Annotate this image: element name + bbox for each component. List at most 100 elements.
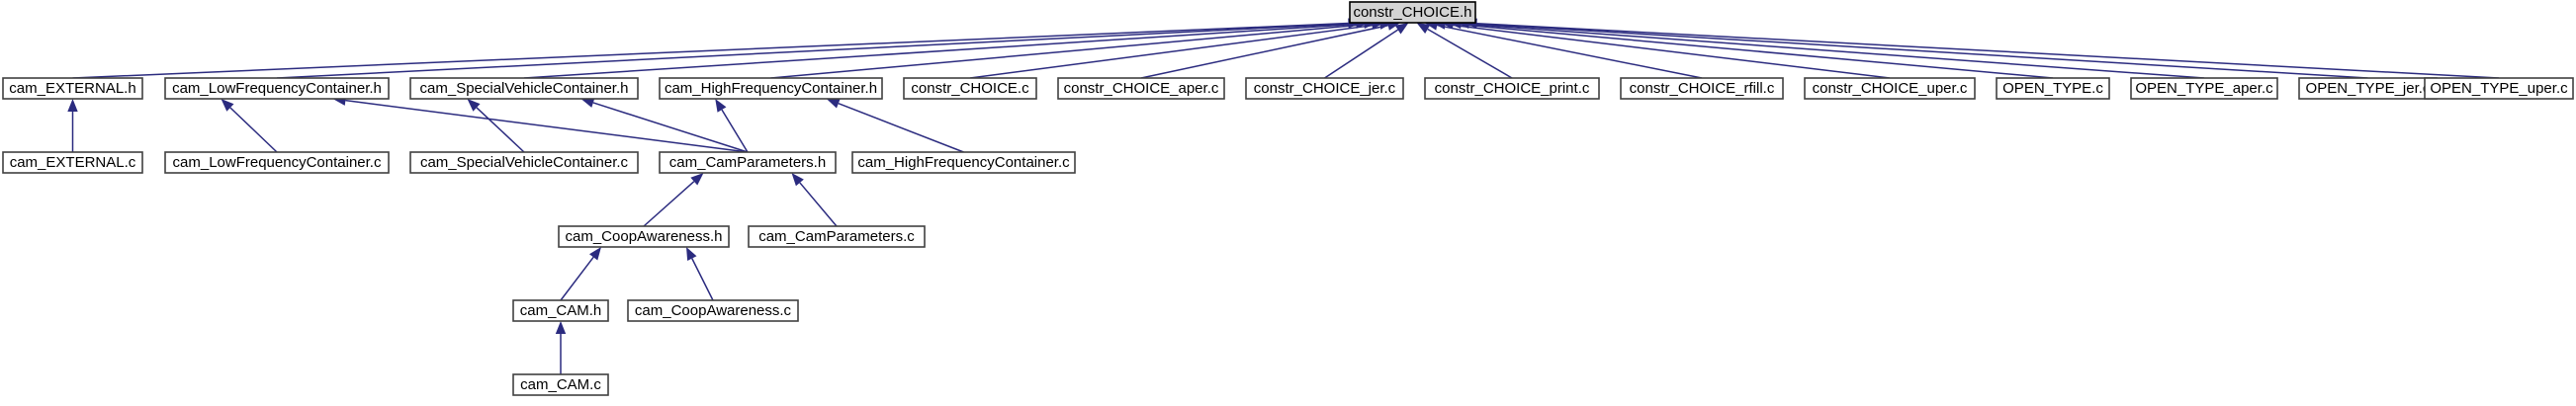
graph-node-root[interactable]: constr_CHOICE.h: [1349, 1, 1476, 24]
node-box[interactable]: [2, 151, 143, 174]
graph-node-n_svc_c[interactable]: cam_SpecialVehicleContainer.c: [409, 151, 639, 174]
edge-n_cp_h-to-n_lfc_h: [345, 99, 749, 153]
graph-node-n_ca_h[interactable]: cam_CoopAwareness.h: [558, 225, 730, 248]
edge-n_hfc_h-to-root: [770, 23, 1373, 79]
edge-n_ot_jer-to-root: [1468, 23, 2368, 79]
graph-node-n_svc_h[interactable]: cam_SpecialVehicleContainer.h: [409, 77, 639, 100]
node-box[interactable]: [164, 151, 390, 174]
node-label: OPEN_TYPE_uper.c: [2430, 80, 2568, 97]
node-box[interactable]: [1620, 77, 1784, 100]
node-label: constr_CHOICE_jer.c: [1254, 80, 1396, 97]
edge-n_cp_c-to-n_cp_h: [799, 182, 838, 227]
node-label: cam_SpecialVehicleContainer.h: [420, 80, 629, 97]
edge-n_ot_aper-to-root: [1461, 23, 2205, 79]
node-label: constr_CHOICE_aper.c: [1064, 80, 1219, 97]
edge-n_cam_h-to-n_ca_h: [560, 256, 594, 301]
node-label: OPEN_TYPE.c: [2002, 80, 2103, 97]
node-box[interactable]: [627, 299, 799, 322]
edge-n_ot-to-root: [1453, 23, 2054, 79]
edge-n_cc_aper-to-root: [1140, 24, 1388, 79]
node-box[interactable]: [1349, 1, 1476, 24]
graph-node-n_ot_uper[interactable]: OPEN_TYPE_uper.c: [2424, 77, 2574, 100]
arrowhead-n_ca_c-to-n_ca_h: [686, 247, 697, 261]
graph-node-n_lfc_h[interactable]: cam_LowFrequencyContainer.h: [164, 77, 390, 100]
node-label: constr_CHOICE_print.c: [1435, 80, 1590, 97]
node-box[interactable]: [409, 151, 639, 174]
node-label: constr_CHOICE.c: [911, 80, 1029, 97]
graph-node-n_cam_c[interactable]: cam_CAM.c: [512, 373, 609, 396]
edge-n_ca_c-to-n_ca_h: [691, 258, 714, 301]
edge-n_ot_uper-to-root: [1476, 22, 2500, 79]
node-label: cam_CAM.c: [520, 376, 601, 393]
graph-node-n_cam_h[interactable]: cam_CAM.h: [512, 299, 609, 322]
edge-n_lfc_h-to-root: [276, 22, 1357, 79]
edge-n_ca_h-to-n_cp_h: [643, 181, 695, 227]
node-box[interactable]: [659, 151, 837, 174]
node-box[interactable]: [1804, 77, 1976, 100]
arrowhead-n_cc_print-to-root: [1416, 23, 1431, 35]
edge-n_lfc_c-to-n_lfc_h: [229, 107, 278, 153]
graph-node-n_hfc_c[interactable]: cam_HighFrequencyContainer.c: [851, 151, 1076, 174]
graph-node-n_cp_c[interactable]: cam_CamParameters.c: [748, 225, 926, 248]
graph-node-n_ext_c[interactable]: cam_EXTERNAL.c: [2, 151, 143, 174]
node-box[interactable]: [2, 77, 143, 100]
arrowhead-n_hfc_c-to-n_hfc_h: [826, 98, 841, 109]
graph-node-n_cc_uper[interactable]: constr_CHOICE_uper.c: [1804, 77, 1976, 100]
node-label: cam_LowFrequencyContainer.c: [173, 154, 382, 171]
node-box[interactable]: [2424, 77, 2574, 100]
node-box[interactable]: [903, 77, 1037, 100]
node-box[interactable]: [512, 299, 609, 322]
node-box[interactable]: [659, 77, 883, 100]
node-box[interactable]: [164, 77, 390, 100]
node-box[interactable]: [1057, 77, 1225, 100]
node-box[interactable]: [2130, 77, 2278, 100]
nodes-layer: constr_CHOICE.h cam_EXTERNAL.h cam_LowFreq…: [2, 1, 2574, 396]
edge-n_cc_rfill-to-root: [1437, 24, 1703, 79]
node-label: cam_CamParameters.c: [758, 228, 915, 245]
graph-node-n_cp_h[interactable]: cam_CamParameters.h: [659, 151, 837, 174]
graph-node-n_lfc_c[interactable]: cam_LowFrequencyContainer.c: [164, 151, 390, 174]
node-label: cam_EXTERNAL.h: [9, 80, 135, 97]
node-box[interactable]: [748, 225, 926, 248]
node-box[interactable]: [558, 225, 730, 248]
edge-n_cp_h-to-n_svc_h: [592, 102, 749, 153]
arrowhead-n_cam_c-to-n_cam_h: [555, 321, 567, 334]
node-label: cam_HighFrequencyContainer.h: [665, 80, 877, 97]
graph-node-n_cc[interactable]: constr_CHOICE.c: [903, 77, 1037, 100]
node-label: cam_HighFrequencyContainer.c: [857, 154, 1070, 171]
node-box[interactable]: [851, 151, 1076, 174]
node-label: cam_CAM.h: [520, 302, 602, 319]
graph-node-n_ca_c[interactable]: cam_CoopAwareness.c: [627, 299, 799, 322]
arrowhead-n_cc_jer-to-root: [1394, 23, 1409, 35]
graph-node-n_ot_jer[interactable]: OPEN_TYPE_jer.c: [2298, 77, 2438, 100]
node-label: cam_EXTERNAL.c: [10, 154, 136, 171]
node-box[interactable]: [1424, 77, 1600, 100]
node-label: cam_LowFrequencyContainer.h: [172, 80, 382, 97]
node-box[interactable]: [1996, 77, 2110, 100]
edge-n_hfc_c-to-n_hfc_h: [838, 103, 964, 153]
edge-n_svc_h-to-root: [523, 23, 1365, 79]
edge-n_svc_c-to-n_svc_h: [476, 107, 525, 153]
graph-node-n_cc_jer[interactable]: constr_CHOICE_jer.c: [1245, 77, 1404, 100]
node-label: constr_CHOICE_rfill.c: [1630, 80, 1775, 97]
graph-node-n_hfc_h[interactable]: cam_HighFrequencyContainer.h: [659, 77, 883, 100]
node-label: OPEN_TYPE_jer.c: [2306, 80, 2431, 97]
edge-n_cp_h-to-n_hfc_h: [721, 109, 749, 153]
edge-n_ext_h-to-root: [72, 22, 1349, 79]
arrowhead-n_lfc_c-to-n_lfc_h: [221, 99, 234, 112]
graph-node-n_ext_h[interactable]: cam_EXTERNAL.h: [2, 77, 143, 100]
node-box[interactable]: [409, 77, 639, 100]
node-box[interactable]: [512, 373, 609, 396]
arrowhead-n_ext_c-to-n_ext_h: [67, 99, 78, 112]
graph-node-n_cc_print[interactable]: constr_CHOICE_print.c: [1424, 77, 1600, 100]
graph-node-n_ot[interactable]: OPEN_TYPE.c: [1996, 77, 2110, 100]
arrowhead-n_cp_h-to-n_svc_h: [580, 98, 595, 108]
graph-node-n_ot_aper[interactable]: OPEN_TYPE_aper.c: [2130, 77, 2278, 100]
graph-node-n_cc_rfill[interactable]: constr_CHOICE_rfill.c: [1620, 77, 1784, 100]
graph-node-n_cc_aper[interactable]: constr_CHOICE_aper.c: [1057, 77, 1225, 100]
node-label: OPEN_TYPE_aper.c: [2135, 80, 2273, 97]
node-box[interactable]: [1245, 77, 1404, 100]
edge-n_cc_jer-to-root: [1324, 29, 1399, 79]
